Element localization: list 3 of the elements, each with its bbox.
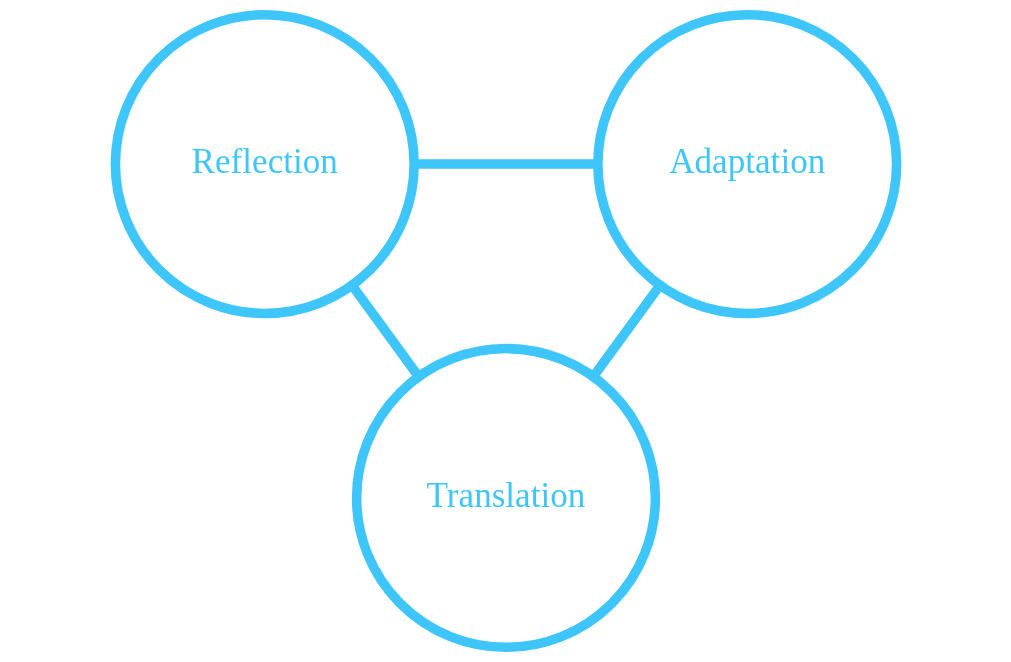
node-circle: Translation (351, 343, 660, 653)
node-circle: Adaptation (592, 9, 901, 319)
node-circle: Reflection (110, 9, 419, 319)
